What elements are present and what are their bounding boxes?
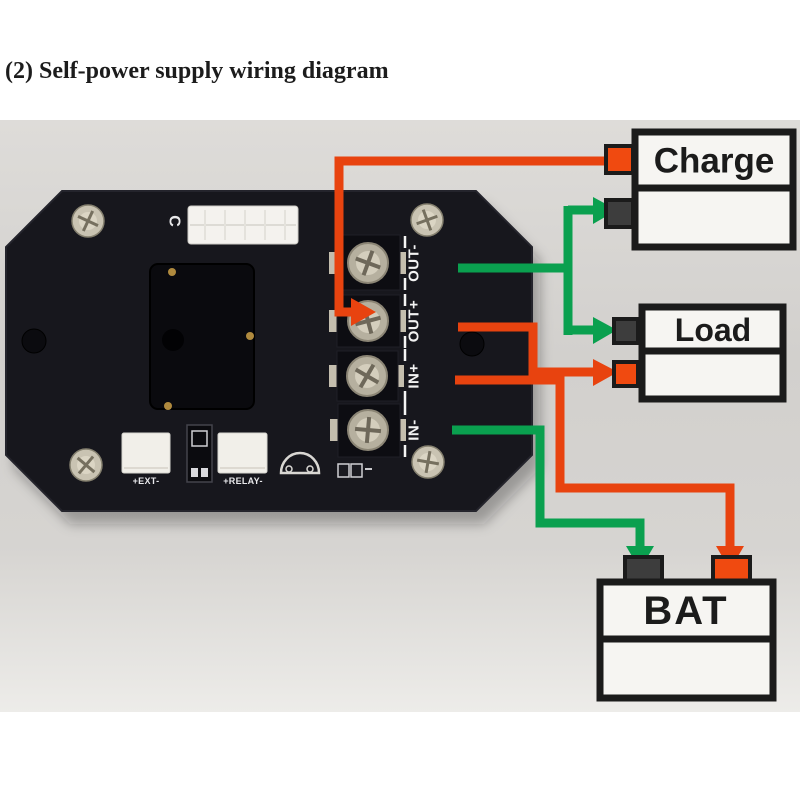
terminal-label-in-plus: IN+: [406, 363, 423, 388]
load-negative-terminal: [612, 317, 640, 345]
cutout-hole: [162, 329, 184, 351]
wire-out-minus-branch: [458, 205, 593, 335]
charge-positive-terminal: [604, 144, 635, 175]
mount-hole-right: [459, 331, 485, 357]
wiring-photo: C: [0, 120, 800, 712]
terminal-block-in-minus: [330, 403, 406, 458]
charge-box: Charge: [604, 128, 797, 251]
charge-negative-terminal: [604, 198, 635, 229]
wiring-diagram-svg: C: [5, 128, 797, 702]
buzzer-outline: [279, 451, 321, 475]
ext-connector: [121, 432, 171, 474]
load-positive-terminal: [612, 360, 640, 388]
pcb-board: C: [5, 190, 533, 512]
arrowhead-load-minus: [593, 317, 617, 344]
ext-connector-label: +EXT-: [133, 476, 160, 486]
wire-out-plus-to-load-plus: [458, 322, 593, 377]
wire-charge-plus-to-out-plus: [334, 156, 614, 317]
corner-screw: [69, 448, 103, 482]
arrowhead-load-plus: [593, 359, 618, 386]
wire-in-plus-to-bat-plus: [455, 375, 735, 546]
silkscreen-c-mark: C: [166, 215, 183, 227]
charge-label: Charge: [654, 142, 775, 181]
terminal-label-in-minus: IN-: [406, 419, 423, 441]
pin-connector: [187, 205, 299, 245]
bat-box: BAT: [596, 555, 777, 702]
bat-negative-terminal: [623, 555, 664, 584]
terminal-label-out-minus: OUT-: [406, 244, 423, 282]
mount-hole-left: [21, 328, 47, 354]
relay-driver-component: [186, 424, 213, 483]
load-label: Load: [675, 312, 751, 348]
terminal-block-in-plus: [329, 350, 404, 402]
jumper-pads: [337, 463, 372, 478]
load-box: Load: [612, 303, 787, 403]
page-title: (2) Self-power supply wiring diagram: [5, 58, 389, 84]
wire-in-minus-to-bat-minus: [452, 425, 645, 546]
bat-positive-terminal: [711, 555, 752, 584]
terminal-label-out-plus: OUT+: [406, 300, 423, 342]
bat-label: BAT: [643, 589, 728, 633]
corner-screw: [410, 203, 444, 237]
relay-connector-label: +RELAY-: [223, 476, 263, 486]
arrowhead-out-plus: [351, 298, 376, 326]
corner-screw: [71, 204, 105, 238]
corner-screw: [411, 445, 445, 479]
display-cutout: [149, 263, 255, 410]
relay-connector: [217, 432, 268, 474]
